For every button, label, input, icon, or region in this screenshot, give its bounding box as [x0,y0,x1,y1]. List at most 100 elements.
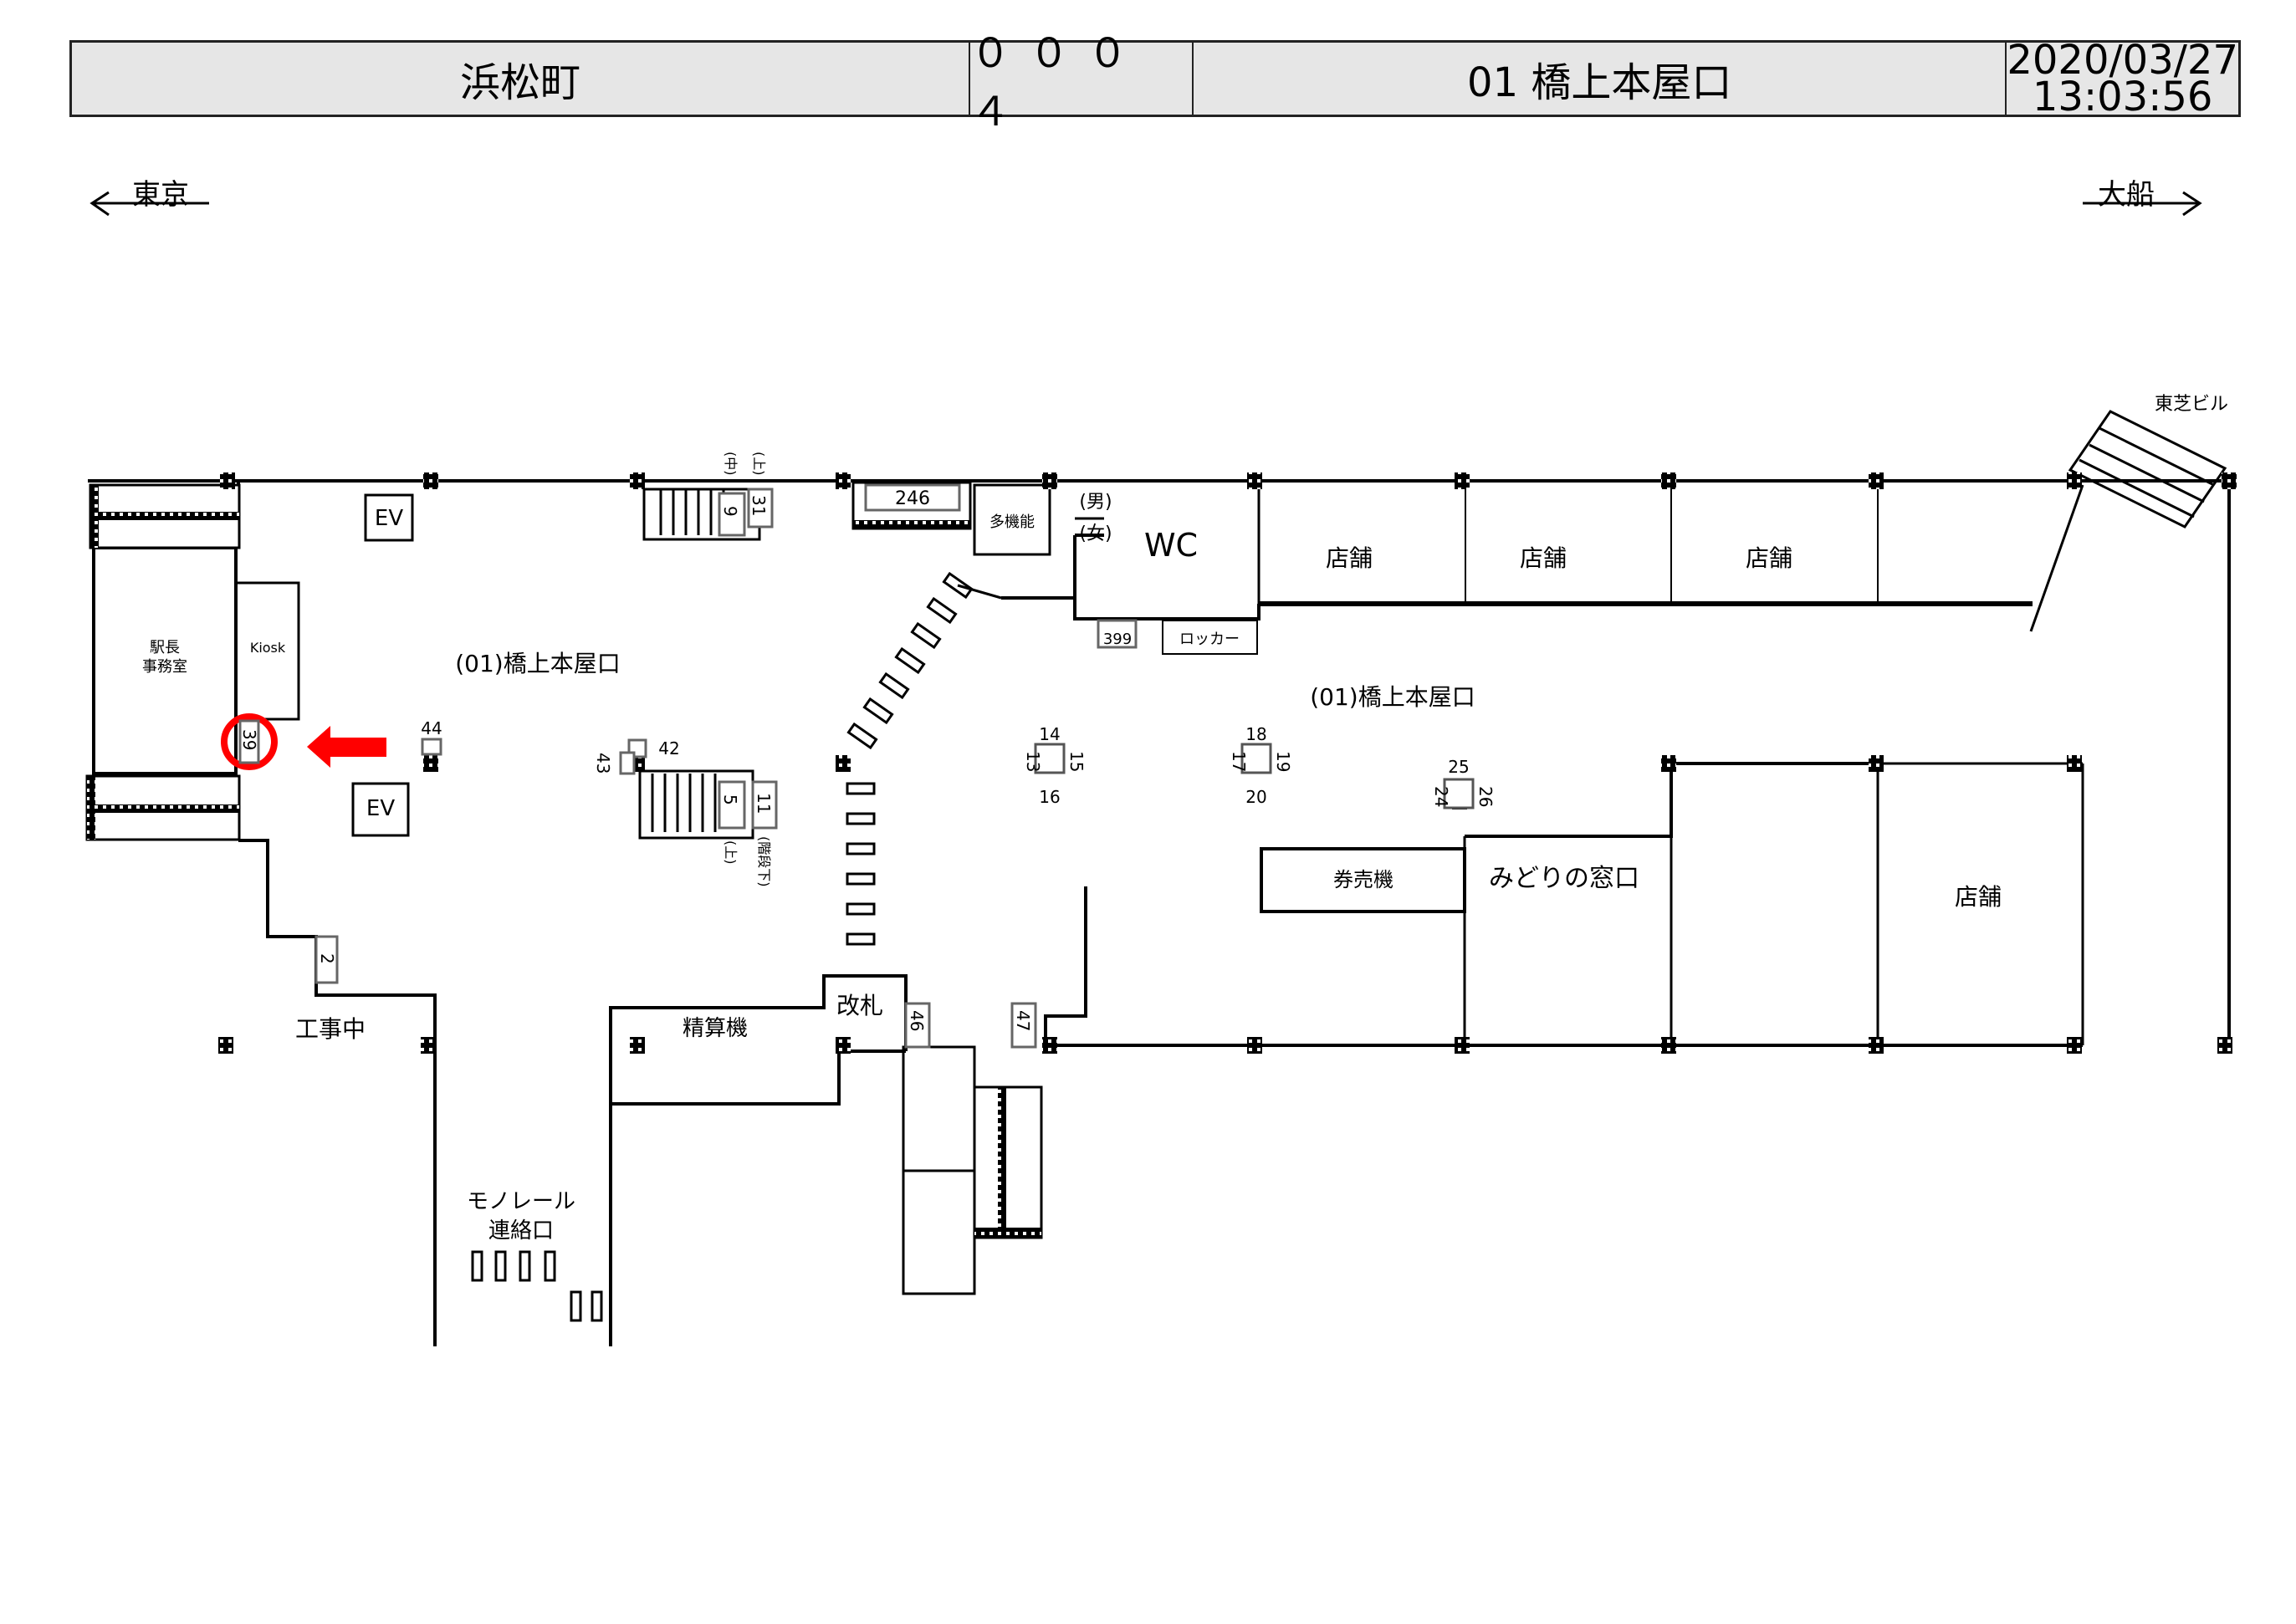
pillar [836,472,851,489]
highlight-arrow-icon [307,726,386,768]
gate [942,571,974,600]
stair-top-mid-label: (中) [723,452,739,476]
pillar [1455,1037,1470,1054]
gate [862,697,894,725]
pillar [218,1037,233,1054]
ad-spot-44: 44 [421,718,442,738]
shop-4-label: 店舗 [1955,883,2002,911]
ad-spot-14: 14 [1039,724,1060,744]
text-labels: EV EV 駅長 事務室 Kiosk (01)橋上本屋口 (01)橋上本屋口 多… [142,394,2228,1244]
pillar [1247,1037,1262,1054]
highlight-circle-icon [221,713,278,770]
direction-left-label: 東京 [132,178,189,212]
ad-spot-5: 5 [720,794,740,805]
ad-spot-31: 31 [749,495,769,516]
ticket-gate-rows [471,571,974,1322]
exit-name: 01 橋上本屋口 [1194,43,2007,115]
pillar [1869,472,1884,489]
locker-label: ロッカー [1179,631,1240,648]
midori-window-label: みどりの窓口 [1489,864,1639,893]
pillar [2222,472,2237,489]
stairs-gate [902,1045,976,1295]
walls [88,479,2231,1346]
gate [894,646,926,675]
ev-top-label: EV [375,506,403,531]
shop-2-label: 店舗 [1520,544,1567,572]
gate [494,1250,507,1282]
escalator-gate [973,1085,1043,1239]
stair-mid-up-label: (上) [723,840,739,865]
ad-spot-11: 11 [754,793,774,814]
ad-spot-17: 17 [1229,751,1249,772]
ad-spot-25: 25 [1448,757,1469,777]
ad-spot-43: 43 [593,753,613,774]
office-label-1: 駅長 [150,639,180,656]
pillar [2067,755,2082,772]
gate [846,872,876,886]
ad-spot-19: 19 [1273,751,1293,772]
gate [846,722,878,750]
gate [846,842,876,855]
stair-mid-down-label: (階段下) [756,836,772,887]
pillar [2217,1037,2232,1054]
pillar [1455,472,1470,489]
pillar [1661,472,1676,489]
gate [846,782,876,795]
ticket-machine-label: 券売機 [1333,868,1393,891]
direction-right-label: 大船 [2098,178,2155,212]
gate [519,1250,531,1282]
arrow-right-icon [2083,191,2202,217]
ad-spot-46: 46 [907,1010,927,1031]
ad-spot-246: 246 [895,488,930,509]
pillar [2067,472,2082,489]
ev-bottom-label: EV [366,796,395,821]
pillar [1042,1037,1057,1054]
ad-spot-24: 24 [1431,786,1451,807]
gate [846,932,876,946]
toshiba-stairs [2068,410,2227,529]
toilet-male-label: (男) [1079,492,1112,513]
gate [591,1290,603,1322]
left-escalator-top [89,483,241,549]
area-label-right: (01)橋上本屋口 [1310,683,1475,711]
station-name: 浜松町 [72,43,971,115]
gate [471,1250,483,1282]
shop-3-label: 店舗 [1746,544,1792,572]
left-escalator-bottom [85,774,241,841]
pillar [630,1037,645,1054]
ad-spot-2: 2 [317,953,337,964]
monorail-label-2: 連絡口 [488,1218,554,1244]
ad-spot-9: 9 [720,506,740,517]
office-label-2: 事務室 [142,658,187,676]
ad-spot-399: 399 [1103,631,1132,648]
construction-label: 工事中 [295,1015,366,1043]
gate [846,812,876,825]
gate [926,596,958,625]
ad-spot-13: 13 [1023,751,1043,772]
gate [570,1290,582,1322]
pillar [423,472,438,489]
ad-pillars [1034,743,1475,809]
pillar [1042,472,1057,489]
arrow-left-icon [89,191,209,217]
pillar [836,1037,851,1054]
ad-boxes [238,483,1138,1049]
gate [878,672,910,700]
timestamp: 2020/03/27 13:03:56 [2007,37,2238,117]
fare-adjustment-label: 精算機 [683,1016,748,1041]
ad-spot-16: 16 [1039,787,1060,807]
toilet-female-label: (女) [1079,523,1112,544]
multi-function-label: 多機能 [989,513,1035,531]
shop-1-label: 店舗 [1326,544,1373,572]
pillar [1661,1037,1676,1054]
pillar [423,755,438,772]
header-bar: 浜松町 ０００４ 01 橋上本屋口 2020/03/27 13:03:56 [69,30,2241,135]
ticket-gate-label: 改札 [836,992,883,1019]
ad-spot-47: 47 [1013,1010,1033,1031]
ad-spot-15: 15 [1066,751,1087,772]
date: 2020/03/27 [2007,37,2238,84]
ad-spot-18: 18 [1245,724,1266,744]
kiosk-label: Kiosk [250,640,286,656]
gate [544,1250,556,1282]
